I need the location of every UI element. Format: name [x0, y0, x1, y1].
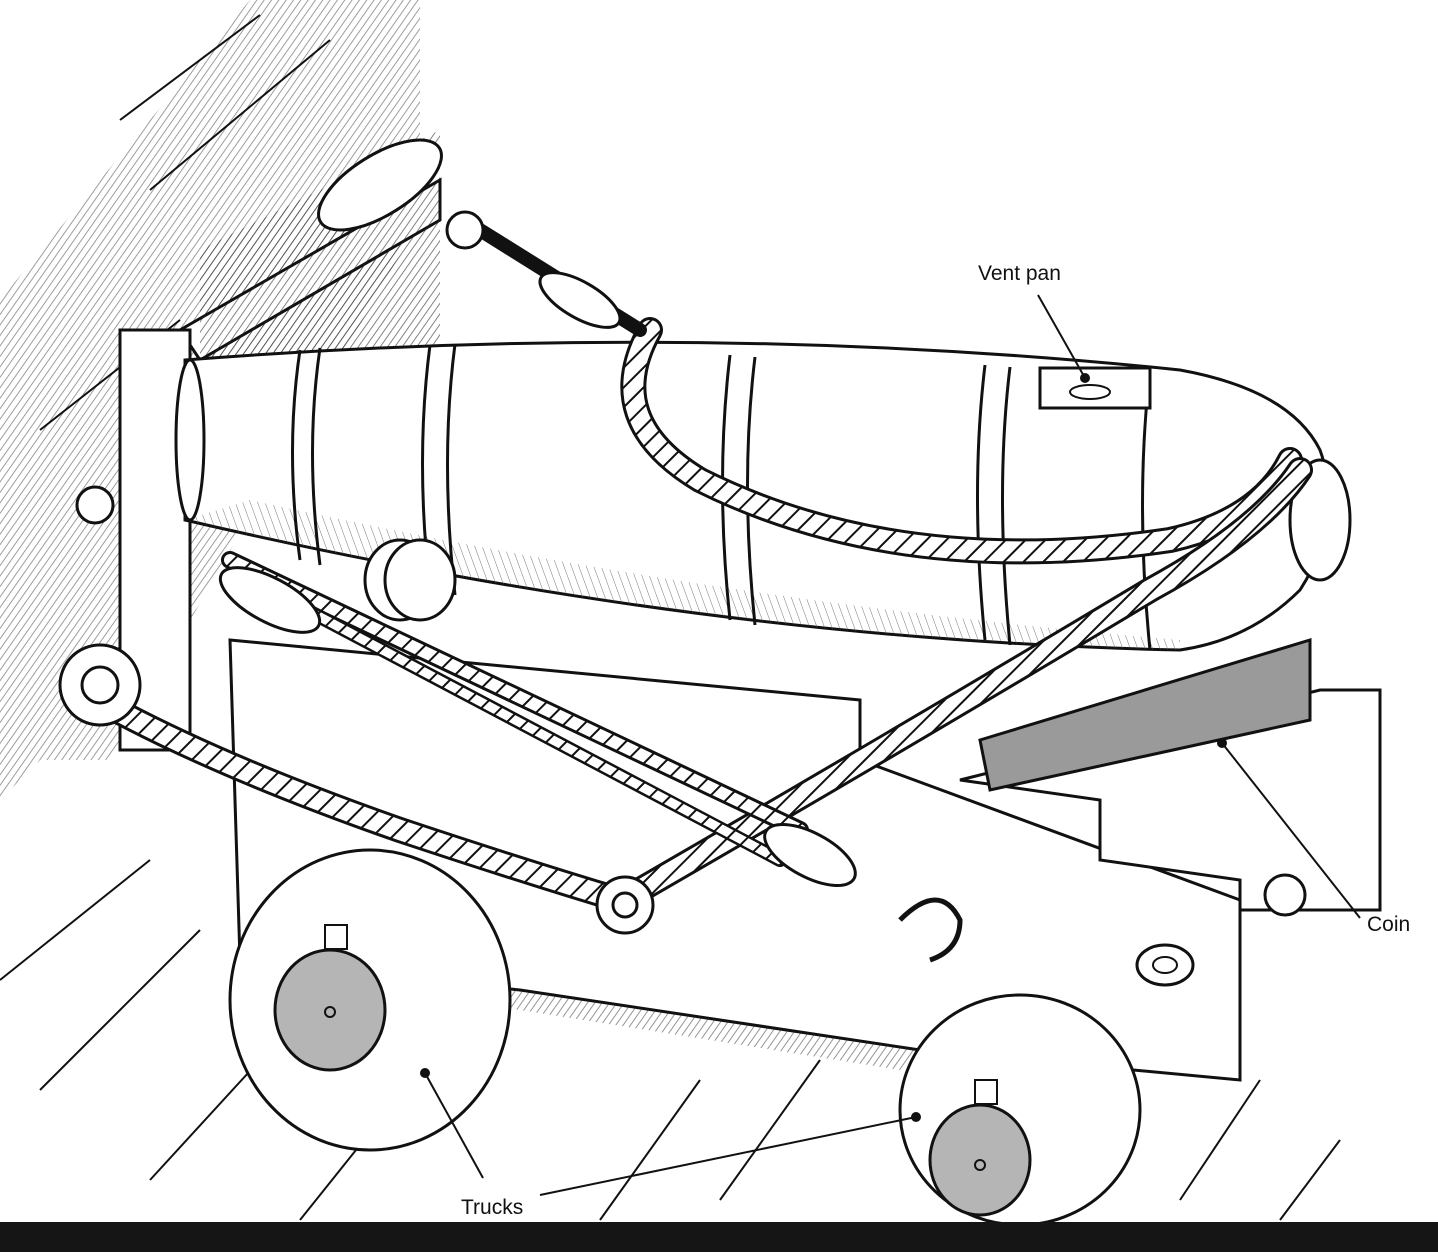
trucks-leader-1 — [424, 1072, 484, 1179]
ropes — [67, 223, 1313, 913]
deck-planks — [0, 859, 1341, 1221]
truck-front — [228, 848, 512, 1152]
leader-lines — [420, 294, 1361, 1196]
truck-rear — [898, 993, 1142, 1227]
trucks-label: Trucks — [461, 1196, 524, 1219]
scan-edge-band — [0, 1222, 1438, 1252]
coin-wedge — [978, 637, 1312, 792]
vent-pan-label: Vent pan — [978, 262, 1061, 285]
coin-leader — [1221, 742, 1361, 919]
trucks-leader-2 — [539, 1116, 917, 1196]
vent-pan-leader — [1037, 294, 1086, 379]
vent-pan-plate — [1038, 366, 1152, 410]
coin-label: Coin — [1367, 913, 1411, 936]
tackle-blocks — [58, 138, 1307, 963]
